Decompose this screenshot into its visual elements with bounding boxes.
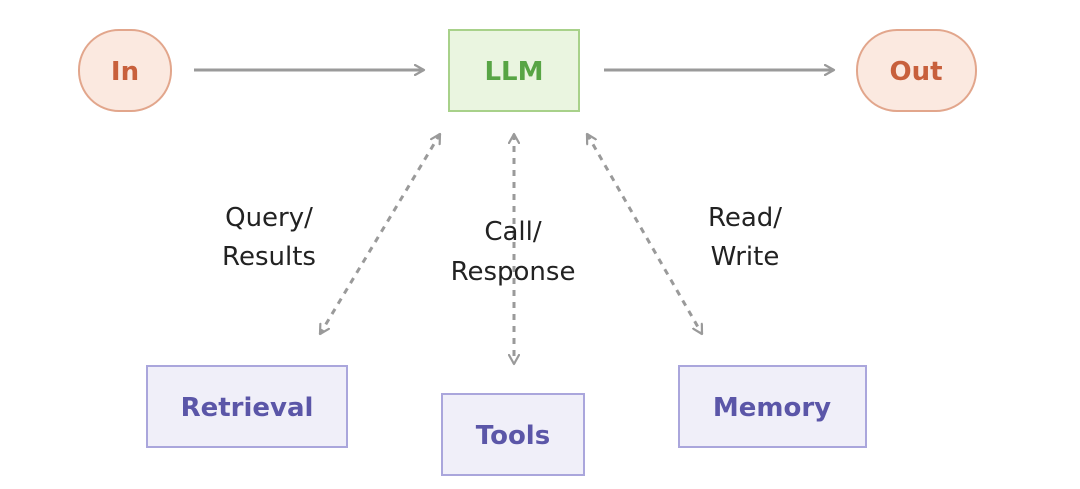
retrieval-node: Retrieval — [146, 365, 348, 448]
output-node: Out — [856, 29, 977, 112]
input-label: In — [111, 57, 139, 87]
arrow-llm-retrieval — [318, 134, 442, 334]
edge-label-memory-line1: Read/ — [708, 203, 782, 233]
llm-label: LLM — [484, 57, 543, 87]
edge-label-memory-line2: Write — [711, 242, 780, 272]
retrieval-label: Retrieval — [181, 393, 314, 423]
edge-label-tools-line2: Response — [451, 257, 576, 287]
input-node: In — [78, 29, 172, 112]
tools-node: Tools — [441, 393, 585, 476]
output-label: Out — [889, 57, 942, 87]
edge-label-retrieval-line1: Query/ — [225, 203, 313, 233]
tools-label: Tools — [476, 421, 550, 451]
edge-label-retrieval-line2: Results — [222, 242, 316, 272]
llm-node: LLM — [448, 29, 580, 112]
memory-label: Memory — [713, 393, 831, 423]
edge-label-tools-line1: Call/ — [484, 217, 542, 247]
arrow-llm-memory — [585, 134, 704, 334]
memory-node: Memory — [678, 365, 867, 448]
